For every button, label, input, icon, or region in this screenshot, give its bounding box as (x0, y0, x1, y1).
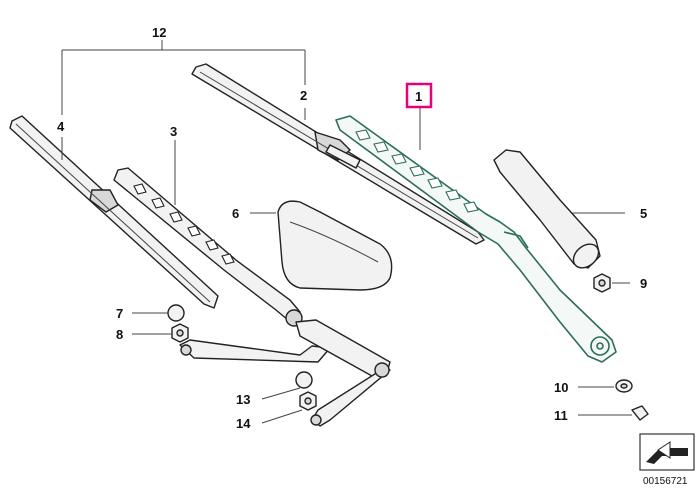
callout-1-highlight-box (405, 82, 433, 109)
wiper-blade-2[interactable] (191, 63, 485, 245)
callout-8: 8 (116, 327, 123, 342)
nut-8[interactable] (171, 323, 189, 343)
callout-9: 9 (640, 276, 647, 291)
nut-9[interactable] (593, 273, 611, 293)
leader-14 (261, 409, 303, 424)
wiper-blade-4[interactable] (9, 115, 219, 309)
callout-1: 1 (415, 89, 422, 104)
cover-cap-6[interactable] (277, 200, 393, 291)
washer-10[interactable] (615, 379, 633, 393)
wiper-arm-1[interactable] (335, 115, 617, 363)
bracket-12 (61, 40, 306, 115)
callout-10: 10 (554, 380, 568, 395)
callout-11: 11 (554, 408, 568, 423)
callout-3: 3 (170, 124, 177, 139)
diagram-id: 00156721 (643, 476, 688, 487)
callout-7: 7 (116, 306, 123, 321)
cap-7[interactable] (167, 304, 185, 322)
callout-13: 13 (236, 392, 250, 407)
arm-cover-5[interactable] (493, 149, 603, 273)
cap-11[interactable] (631, 405, 649, 421)
wiper-linkage[interactable] (179, 319, 391, 427)
orientation-indicator (639, 433, 695, 471)
nut-14[interactable] (299, 391, 317, 411)
leader-13 (261, 387, 301, 400)
callout-6: 6 (232, 206, 239, 221)
cap-13[interactable] (295, 371, 313, 389)
callout-2: 2 (300, 88, 307, 103)
arrow-icon (657, 441, 671, 459)
callout-4: 4 (57, 119, 65, 134)
callout-5: 5 (640, 206, 647, 221)
callout-12: 12 (152, 25, 166, 40)
callout-14: 14 (236, 416, 251, 431)
